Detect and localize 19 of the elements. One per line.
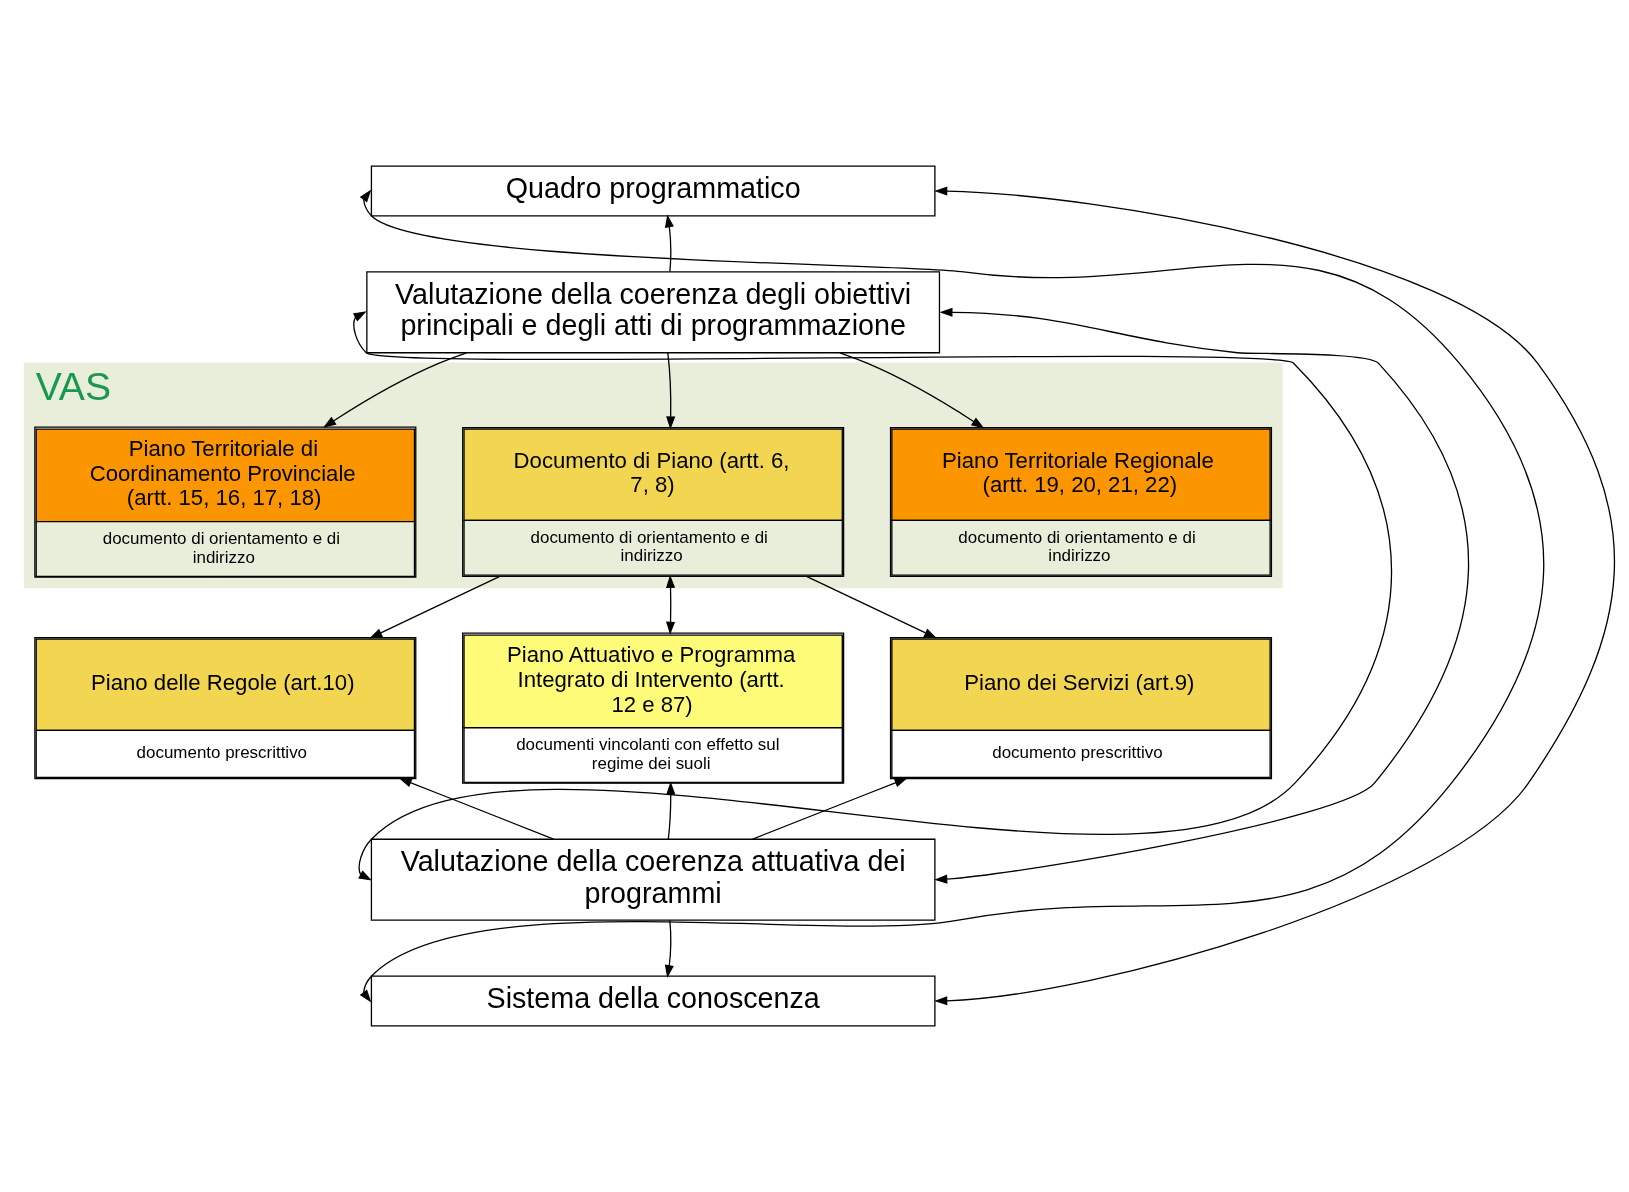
arrow	[664, 214, 674, 273]
arrow	[666, 781, 676, 840]
arrow	[752, 777, 908, 840]
arrow	[359, 189, 1545, 1003]
arrow	[369, 575, 500, 639]
node-box: Valutazione della coerenza degli obiettivi principali e degli atti di programmazione	[366, 271, 941, 354]
arrow	[666, 352, 676, 430]
arrow	[352, 311, 1393, 881]
arrow	[665, 574, 676, 635]
arrow	[323, 352, 468, 428]
arrow	[664, 919, 674, 979]
arrow	[934, 307, 1470, 884]
arrow	[934, 186, 1615, 1006]
node-box: Valutazione della coerenza attuativa dei programmi	[370, 838, 936, 921]
node-box: Quadro programmatico	[370, 165, 936, 217]
arrow	[806, 575, 938, 639]
node-box: Sistema della conoscenza	[370, 975, 936, 1027]
arrow	[398, 777, 555, 840]
arrow	[839, 352, 985, 429]
